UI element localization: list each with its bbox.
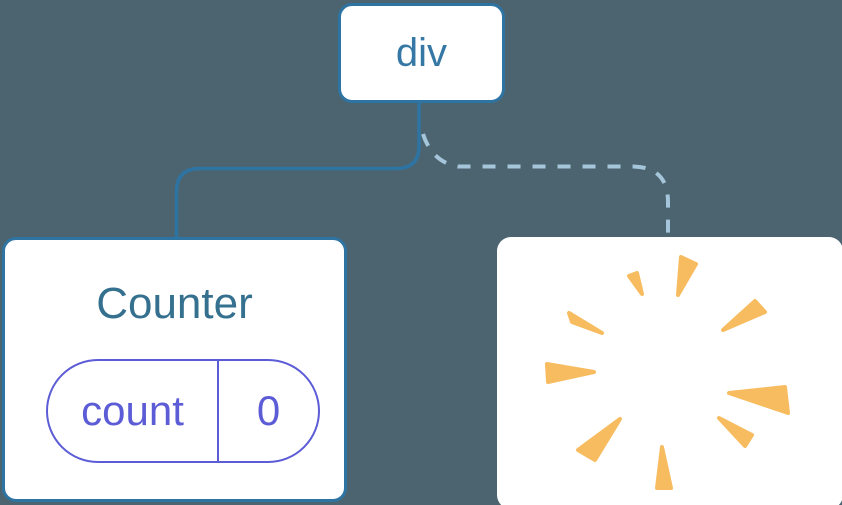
solid-link-div-to-counter xyxy=(174,101,421,241)
poof-ray xyxy=(627,271,644,296)
counter-title: Counter xyxy=(96,279,253,328)
dashed-link-div-to-removed xyxy=(421,133,670,239)
poof-ray xyxy=(545,362,596,384)
poof-ray xyxy=(655,445,673,490)
state-pill-key-cell: count xyxy=(48,361,219,461)
poof-ray xyxy=(576,417,622,462)
poof-explosion-icon xyxy=(545,255,790,490)
root-div-label: div xyxy=(395,31,448,75)
state-pill: count 0 xyxy=(46,359,320,463)
poof-ray xyxy=(567,311,604,335)
counter-node: Counter count 0 xyxy=(2,237,347,502)
state-pill-value-cell: 0 xyxy=(219,361,318,461)
root-div-node: div xyxy=(338,3,505,103)
state-key-label: count xyxy=(81,387,184,434)
poof-ray xyxy=(717,416,754,448)
poof-ray xyxy=(676,255,698,297)
poof-ray xyxy=(727,385,790,415)
state-value-label: 0 xyxy=(256,387,281,434)
poof-ray xyxy=(721,299,767,332)
removed-component-node xyxy=(497,237,842,505)
